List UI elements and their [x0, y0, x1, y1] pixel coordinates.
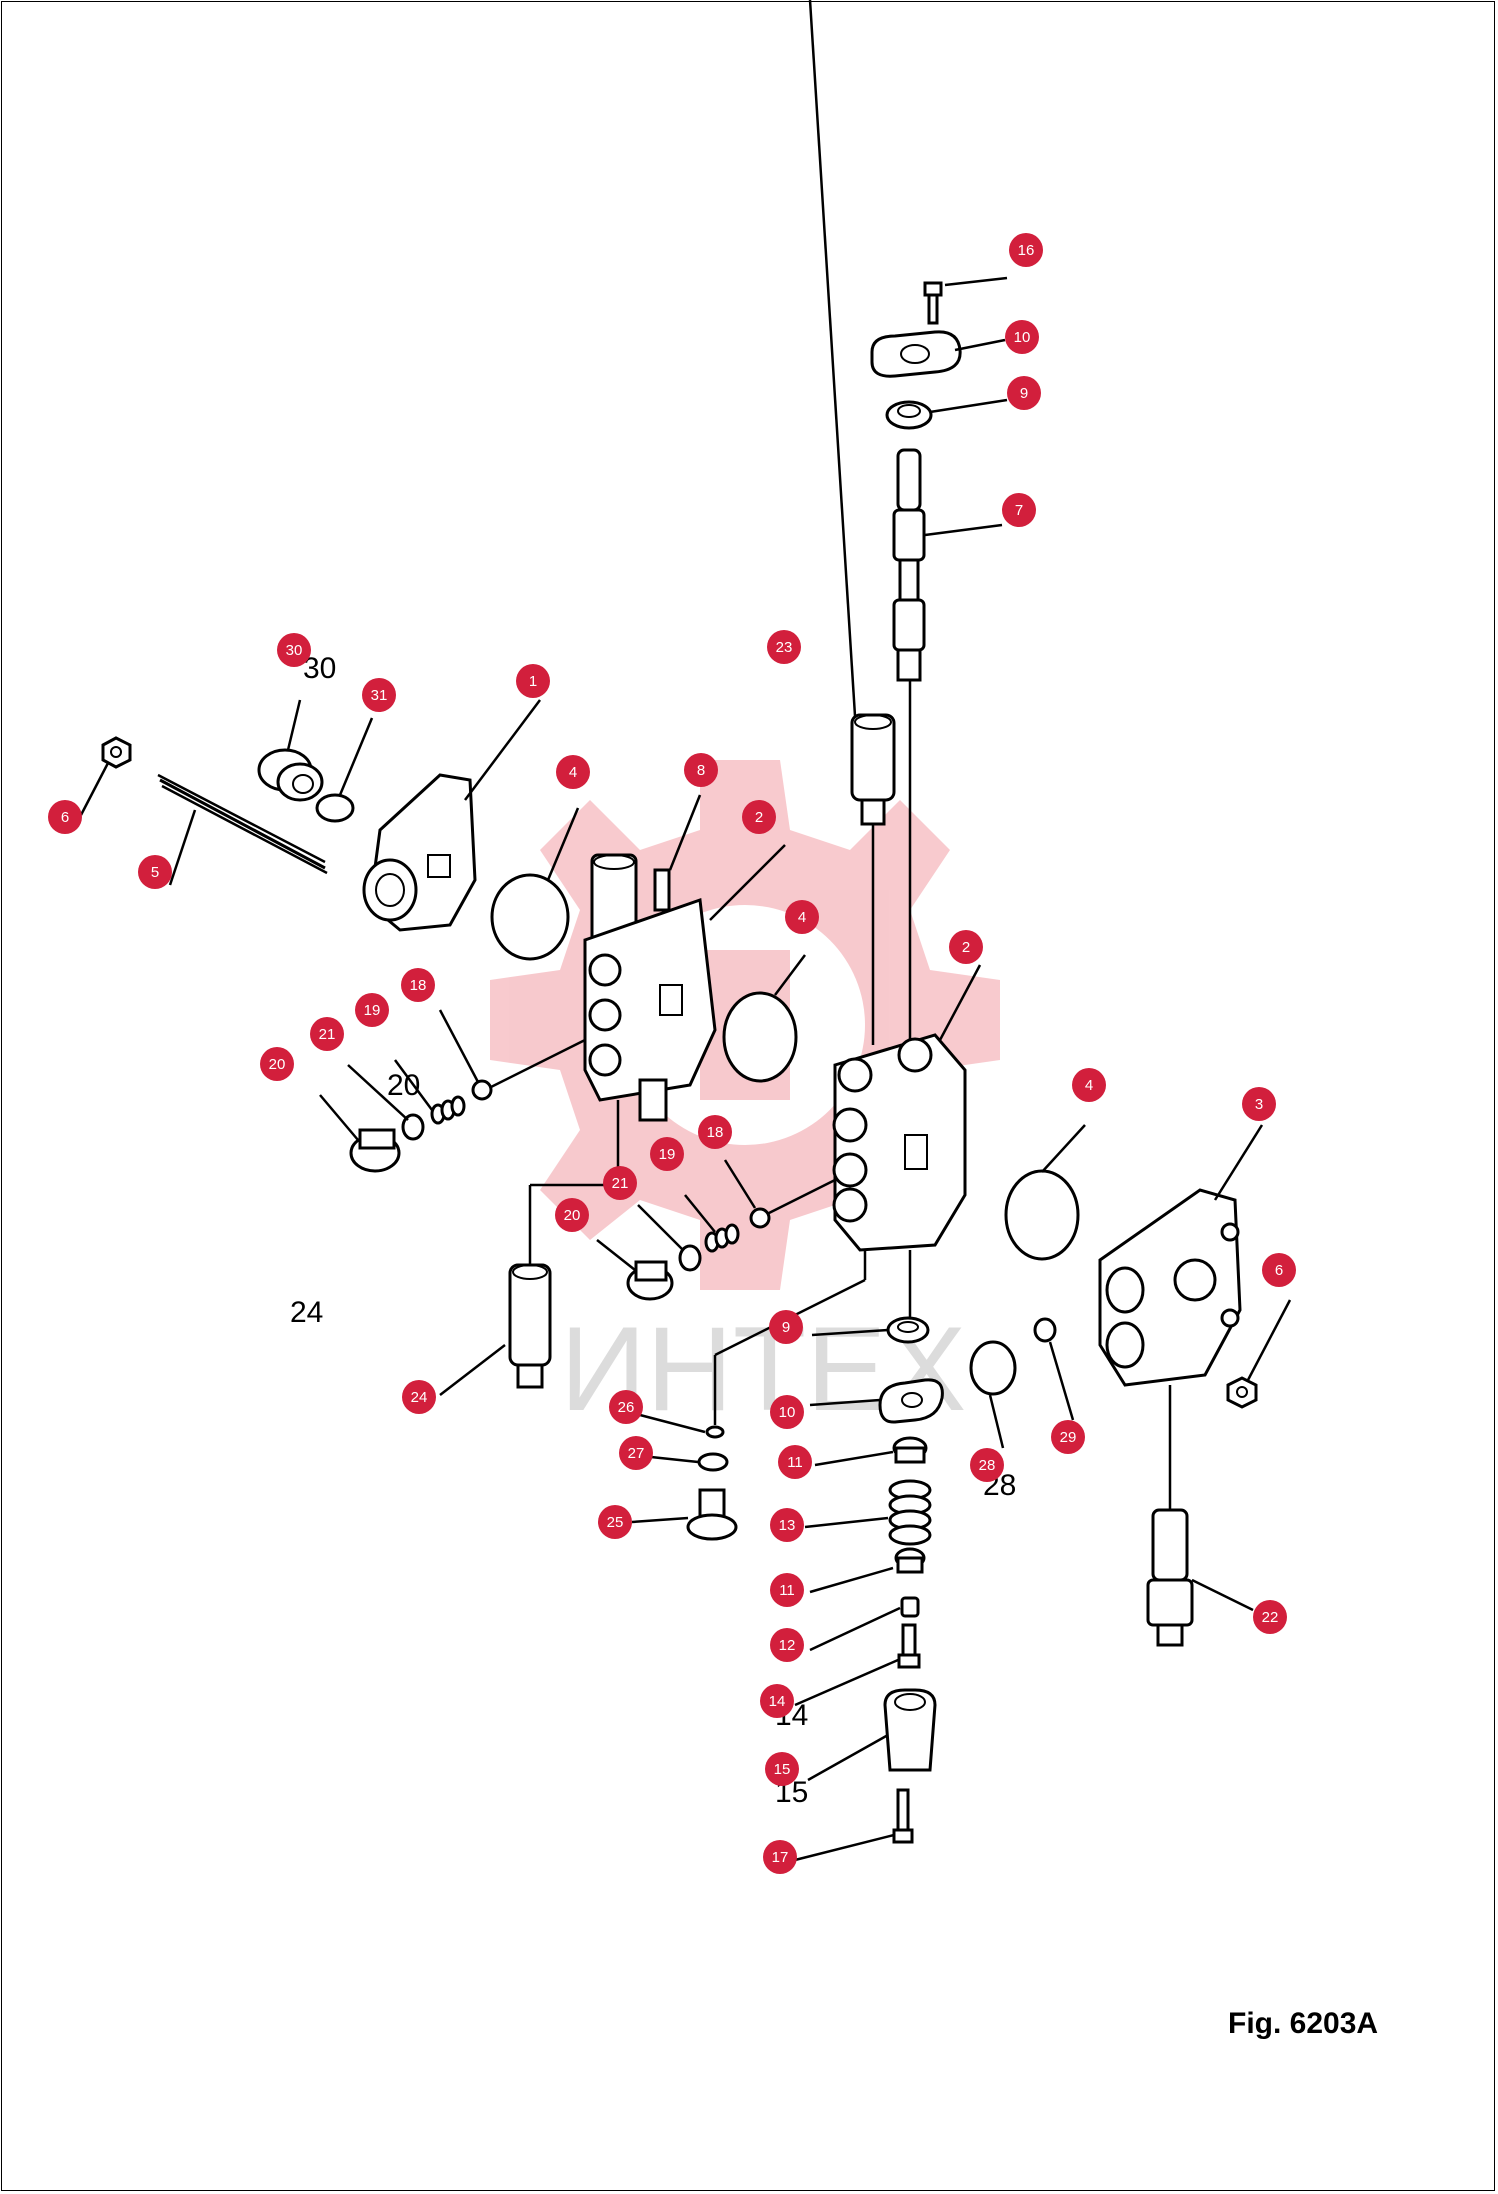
spacer-12	[900, 1596, 920, 1618]
callout-3: 3	[1242, 1087, 1276, 1121]
callout-11-lower: 11	[770, 1573, 804, 1607]
callout-12: 12	[770, 1628, 804, 1662]
callout-10-top: 10	[1005, 320, 1039, 354]
callout-18-middle: 18	[698, 1115, 732, 1149]
callout-16: 16	[1009, 233, 1043, 267]
retainer-11-upper	[892, 1436, 928, 1464]
valve-section-2-left	[583, 853, 717, 1122]
plug-20-left	[349, 1128, 401, 1173]
o-ring-4-left	[490, 873, 570, 961]
callout-30: 30	[277, 633, 311, 667]
callout-21-left: 21	[310, 1017, 344, 1051]
callout-31: 31	[362, 678, 396, 712]
end-cover-3	[1098, 1188, 1242, 1387]
callout-7: 7	[1002, 493, 1036, 527]
callout-19-left: 19	[355, 993, 389, 1027]
callout-4-middle: 4	[785, 900, 819, 934]
callout-21-middle: 21	[603, 1166, 637, 1200]
nut-6-left	[101, 736, 132, 769]
callout-26: 26	[609, 1390, 643, 1424]
o-ring-21-middle	[678, 1244, 702, 1272]
callout-24: 24	[402, 1380, 436, 1414]
callout-2-left: 2	[742, 800, 776, 834]
end-cover-1	[362, 773, 477, 932]
o-ring-4-middle	[722, 991, 798, 1083]
callout-14: 14	[760, 1684, 794, 1718]
svg-text:20: 20	[387, 1069, 420, 1102]
plug-25	[686, 1488, 738, 1541]
figure-label: Fig. 6203A	[1228, 2007, 1379, 2040]
spring-19-middle	[704, 1223, 740, 1253]
callout-29: 29	[1051, 1420, 1085, 1454]
plug-28	[969, 1340, 1017, 1396]
cap-15	[883, 1688, 937, 1772]
callout-6-left: 6	[48, 800, 82, 834]
callout-11-upper: 11	[778, 1445, 812, 1479]
callout-5: 5	[138, 855, 172, 889]
ball-18-middle	[749, 1207, 771, 1229]
callout-9-bottom: 9	[769, 1310, 803, 1344]
callout-17: 17	[763, 1840, 797, 1874]
solenoid-22	[1146, 1508, 1194, 1647]
callout-9-top: 9	[1007, 376, 1041, 410]
plate-10-bottom	[878, 1378, 944, 1424]
valve-section-2-middle	[832, 1033, 967, 1252]
callout-15: 15	[765, 1752, 799, 1786]
callout-2-middle: 2	[949, 930, 983, 964]
o-ring-26	[705, 1425, 725, 1439]
callout-6-right: 6	[1262, 1253, 1296, 1287]
callout-22: 22	[1253, 1600, 1287, 1634]
callout-28: 28	[970, 1448, 1004, 1482]
bolt-14	[897, 1623, 921, 1669]
callout-23: 23	[767, 630, 801, 664]
callout-13: 13	[770, 1508, 804, 1542]
nut-6-right	[1226, 1376, 1258, 1409]
callout-19-middle: 19	[650, 1137, 684, 1171]
callout-4-left: 4	[556, 755, 590, 789]
spring-19-left	[430, 1095, 466, 1125]
fitting-30	[257, 748, 324, 802]
callout-1: 1	[516, 664, 550, 698]
callout-10-bottom: 10	[770, 1395, 804, 1429]
cartridge-23	[850, 713, 896, 826]
leader-lines	[79, 0, 1292, 1862]
seal-9-bottom	[886, 1316, 930, 1344]
ball-18-left	[471, 1079, 493, 1101]
seal-9-top	[885, 400, 933, 430]
callout-25: 25	[598, 1505, 632, 1539]
bolt-16	[923, 281, 943, 325]
callout-8: 8	[684, 753, 718, 787]
o-ring-29	[1033, 1317, 1057, 1343]
o-ring-27	[697, 1452, 729, 1472]
callout-18-left: 18	[401, 968, 435, 1002]
plug-20-middle	[626, 1260, 674, 1301]
callout-4-right: 4	[1072, 1068, 1106, 1102]
spool-7	[892, 448, 926, 682]
o-ring-4-right	[1004, 1169, 1080, 1261]
callout-20-left: 20	[260, 1047, 294, 1081]
callout-20-middle: 20	[555, 1198, 589, 1232]
svg-text:24: 24	[290, 1296, 323, 1329]
spring-13	[888, 1479, 932, 1546]
callout-27: 27	[619, 1436, 653, 1470]
o-ring-21-left	[401, 1113, 425, 1141]
o-ring-31	[315, 793, 355, 823]
plate-10-top	[870, 330, 962, 378]
tie-rod-5	[157, 773, 328, 875]
retainer-11-lower	[894, 1547, 926, 1574]
bolt-17	[892, 1788, 914, 1844]
cartridge-24	[508, 1263, 552, 1389]
